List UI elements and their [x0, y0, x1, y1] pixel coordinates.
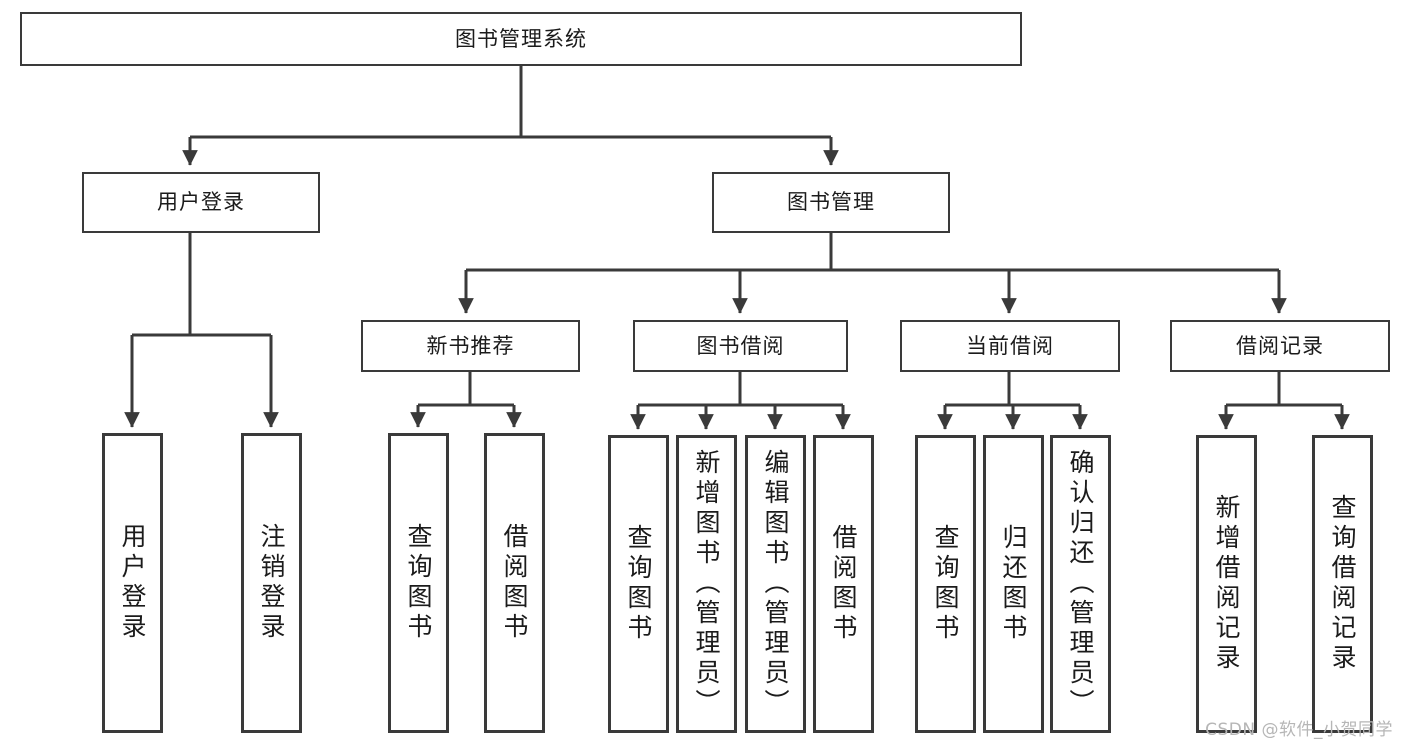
leaf-book-borrow-2-label: 新增图书（管理员）	[692, 449, 721, 719]
leaf-user-login-1-label: 用户登录	[118, 523, 147, 643]
leaf-book-borrow-4-label: 借阅图书	[829, 524, 858, 644]
node-root-label: 图书管理系统	[455, 26, 587, 51]
node-new-book-recommend[interactable]: 新书推荐	[361, 320, 580, 372]
leaf-current-borrow-2-label: 归还图书	[999, 524, 1028, 644]
leaf-new-book-1[interactable]: 查询图书	[388, 433, 449, 733]
leaf-new-book-2[interactable]: 借阅图书	[484, 433, 545, 733]
node-new-book-recommend-label: 新书推荐	[426, 333, 515, 358]
leaf-new-book-2-label: 借阅图书	[500, 523, 529, 643]
csdn-watermark: CSDN @软件_小贺同学	[1205, 720, 1393, 740]
node-current-borrow-label: 当前借阅	[966, 333, 1054, 358]
leaf-borrow-record-1[interactable]: 新增借阅记录	[1196, 435, 1257, 733]
leaf-book-borrow-1-label: 查询图书	[624, 524, 653, 644]
node-borrow-record[interactable]: 借阅记录	[1170, 320, 1390, 372]
leaf-user-login-1[interactable]: 用户登录	[102, 433, 163, 733]
leaf-borrow-record-1-label: 新增借阅记录	[1212, 494, 1241, 674]
node-user-login-label: 用户登录	[157, 190, 245, 215]
leaf-borrow-record-2-label: 查询借阅记录	[1328, 494, 1357, 674]
leaf-current-borrow-1[interactable]: 查询图书	[915, 435, 976, 733]
leaf-book-borrow-4[interactable]: 借阅图书	[813, 435, 874, 733]
leaf-book-borrow-3-label: 编辑图书（管理员）	[761, 449, 790, 719]
node-current-borrow[interactable]: 当前借阅	[900, 320, 1120, 372]
leaf-book-borrow-1[interactable]: 查询图书	[608, 435, 669, 733]
leaf-current-borrow-3[interactable]: 确认归还（管理员）	[1050, 435, 1111, 733]
node-book-manage-label: 图书管理	[787, 190, 875, 215]
leaf-user-login-2-label: 注销登录	[257, 523, 286, 643]
leaf-current-borrow-1-label: 查询图书	[931, 524, 960, 644]
leaf-new-book-1-label: 查询图书	[404, 523, 433, 643]
node-book-borrow-label: 图书借阅	[696, 333, 785, 358]
leaf-user-login-2[interactable]: 注销登录	[241, 433, 302, 733]
leaf-borrow-record-2[interactable]: 查询借阅记录	[1312, 435, 1373, 733]
node-book-borrow[interactable]: 图书借阅	[633, 320, 848, 372]
node-book-manage[interactable]: 图书管理	[712, 172, 950, 233]
leaf-book-borrow-3[interactable]: 编辑图书（管理员）	[745, 435, 806, 733]
leaf-current-borrow-3-label: 确认归还（管理员）	[1066, 449, 1095, 719]
node-user-login[interactable]: 用户登录	[82, 172, 320, 233]
node-borrow-record-label: 借阅记录	[1236, 333, 1324, 358]
node-root[interactable]: 图书管理系统	[20, 12, 1022, 66]
leaf-current-borrow-2[interactable]: 归还图书	[983, 435, 1044, 733]
leaf-book-borrow-2[interactable]: 新增图书（管理员）	[676, 435, 737, 733]
